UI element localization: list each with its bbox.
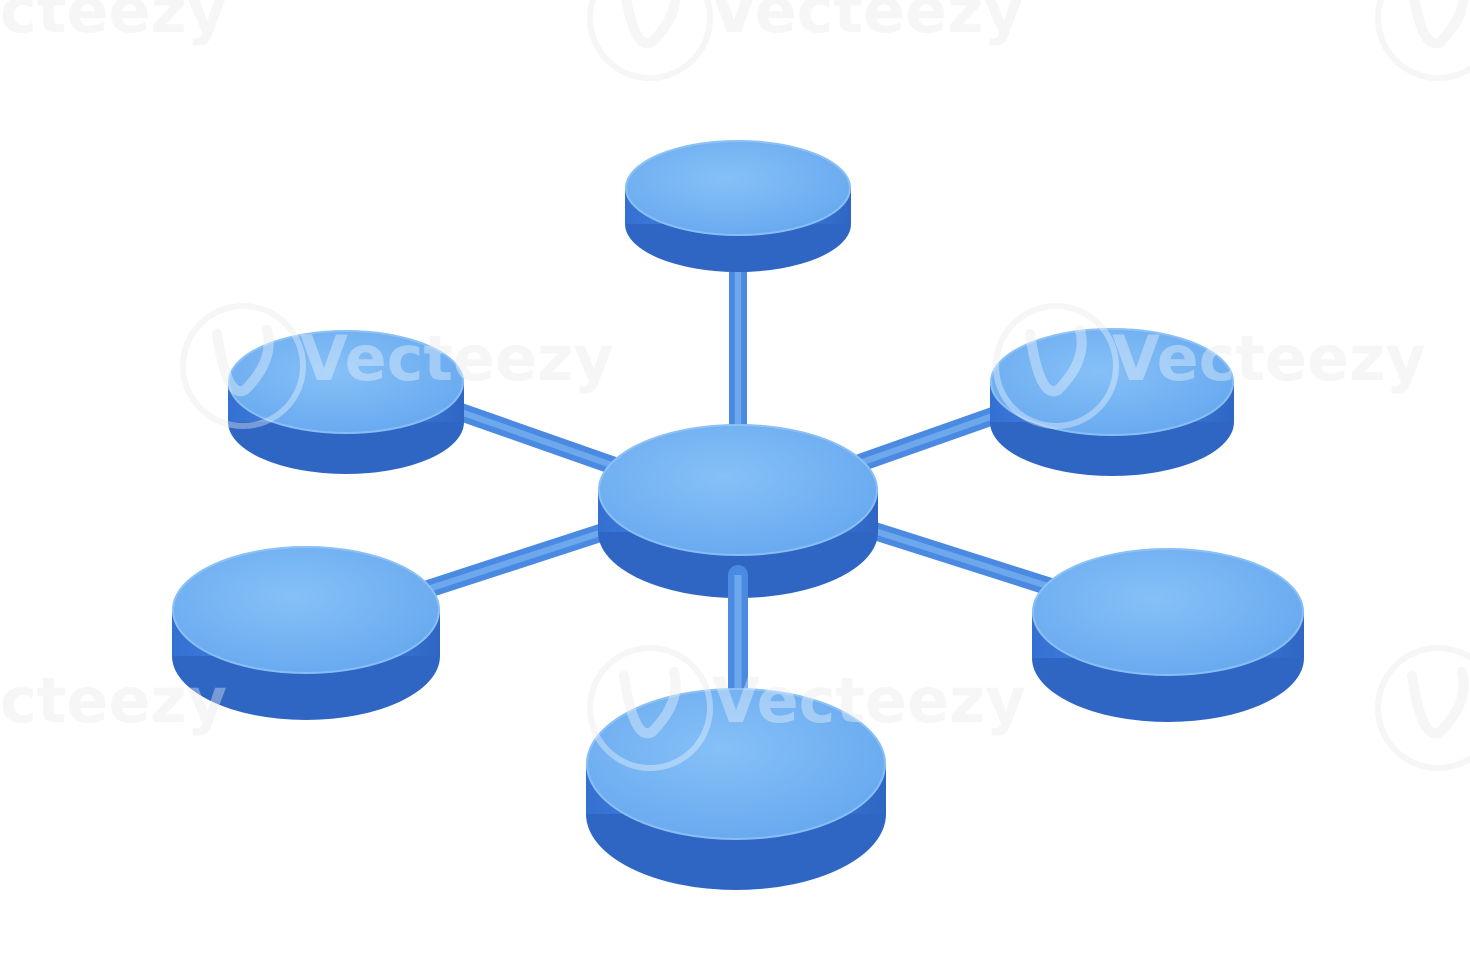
watermark-logo-icon (587, 645, 713, 771)
watermark-logo-icon (1375, 645, 1470, 771)
watermark-text: cteezy (0, 0, 227, 47)
disc-lower-right (1032, 548, 1304, 722)
watermark-text: Vecteezy (710, 0, 1024, 47)
disc-upper-right (990, 328, 1234, 476)
watermark-text: Vecteezy (300, 322, 614, 395)
watermark-logo-icon (1375, 0, 1470, 81)
watermark-text: Vecteezy (1112, 322, 1426, 395)
watermark-logo-icon (587, 0, 713, 81)
watermark-logo-icon (180, 303, 306, 429)
disc-upper-left (228, 330, 464, 474)
watermark-logo-icon (993, 303, 1119, 429)
watermark-text: Vecteezy (710, 0, 1024, 47)
disc-lower-left (172, 546, 440, 720)
disc-bottom (586, 688, 886, 890)
disc-top (625, 140, 851, 272)
disc-layer (172, 140, 1304, 890)
watermark-logo-icon (1375, 0, 1470, 81)
watermark-text: cteezy (0, 0, 227, 47)
connector-upper-right (831, 401, 1019, 479)
watermark-text: cteezy (0, 664, 227, 737)
disc-center-hub (598, 424, 878, 598)
watermark-logo-icon (587, 0, 713, 81)
watermark-logo-icon (1375, 645, 1470, 771)
watermark-text: Vecteezy (712, 664, 1026, 737)
